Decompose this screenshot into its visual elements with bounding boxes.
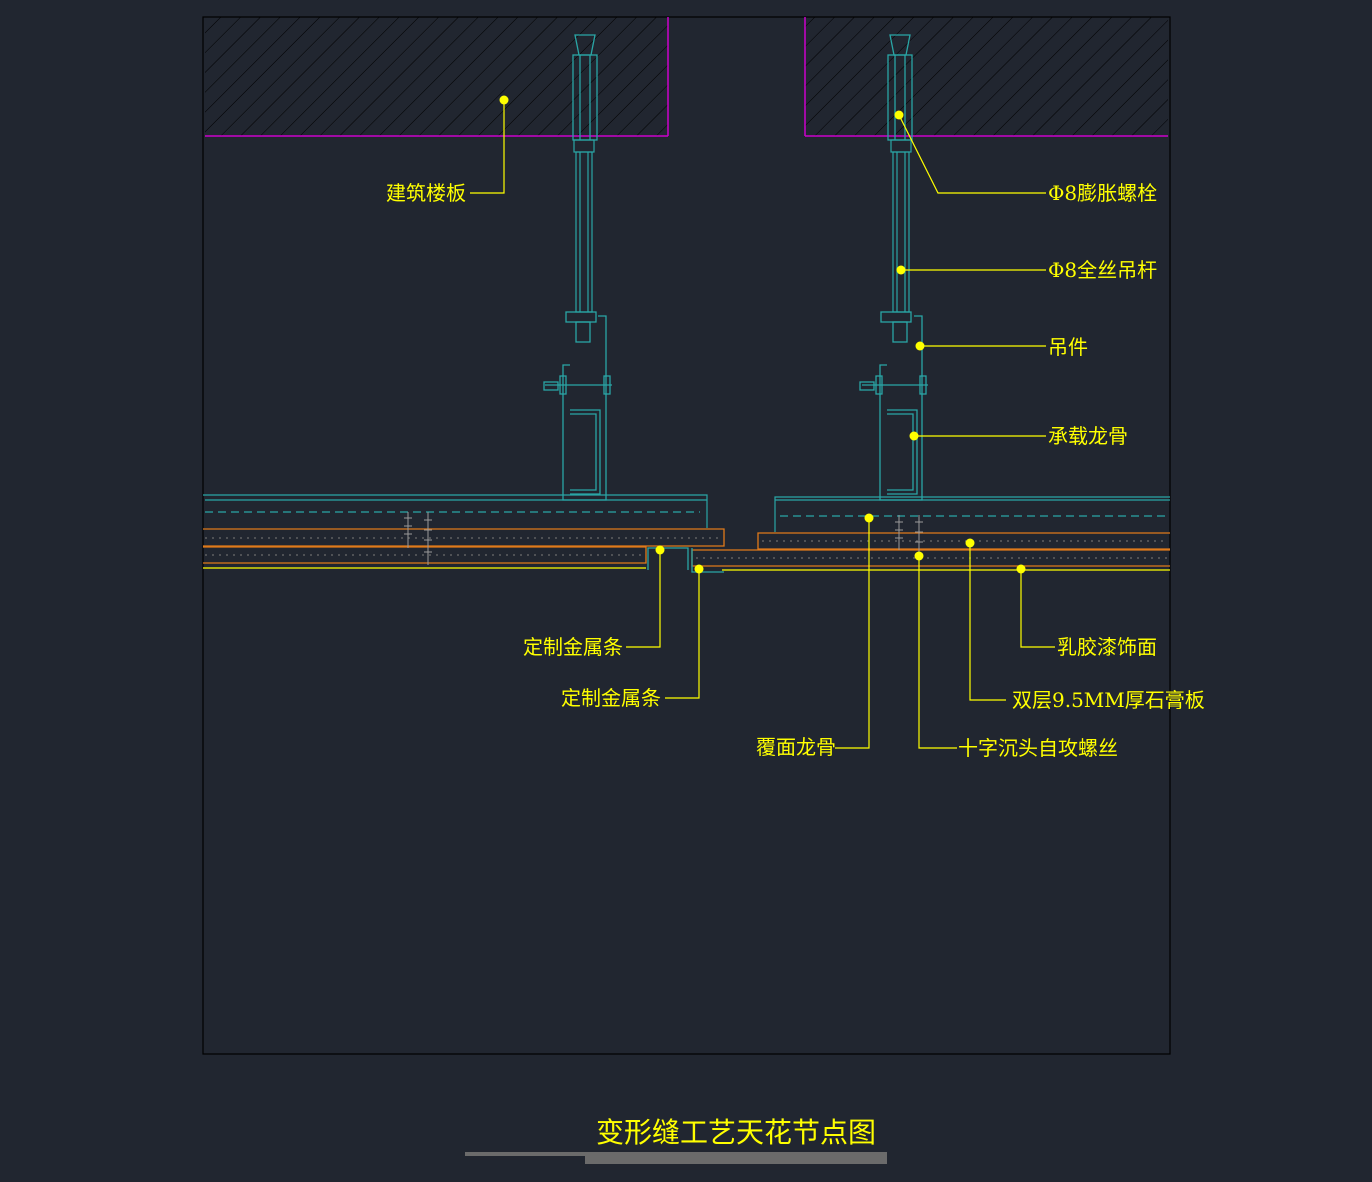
leader-latex-paint	[1020, 569, 1055, 648]
latex-paint-finish	[203, 567, 1170, 571]
cover-keel-right	[774, 496, 1170, 532]
label-metal-strip-2: 定制金属条	[561, 686, 661, 710]
metal-strip-1	[647, 547, 689, 570]
label-hanger: 吊件	[1048, 335, 1088, 359]
main-keel-left	[570, 409, 601, 495]
leader-metal-strip-1	[626, 550, 661, 648]
drawing-frame	[202, 16, 1171, 1055]
metal-strip-2	[691, 548, 724, 573]
screw-icons	[404, 512, 923, 566]
cover-keel-left	[203, 494, 708, 528]
label-latex-paint: 乳胶漆饰面	[1057, 635, 1157, 659]
threaded-rod-left	[573, 139, 595, 313]
label-rod: Φ8全丝吊杆	[1048, 258, 1157, 282]
slab-right	[804, 17, 1168, 137]
label-screw: 十字沉头自攻螺丝	[958, 736, 1118, 760]
gypsum-boards-left	[203, 528, 725, 564]
label-anchor-bolt: Φ8膨胀螺栓	[1048, 181, 1157, 205]
leader-cover-keel	[835, 518, 870, 749]
label-metal-strip-1: 定制金属条	[523, 635, 623, 659]
label-gypsum: 双层9.5MM厚石膏板	[1012, 688, 1205, 712]
leader-gypsum	[969, 543, 1006, 701]
threaded-rod-right	[890, 139, 912, 313]
label-main-keel: 承载龙骨	[1048, 424, 1128, 448]
leader-dots	[499, 95, 1026, 574]
label-slab: 建筑楼板	[386, 181, 466, 205]
screw-icon	[895, 515, 903, 550]
hanger-left	[543, 311, 612, 501]
drawing-title: 变形缝工艺天花节点图	[596, 1116, 876, 1149]
main-keel-right	[887, 409, 918, 495]
hanger-right	[859, 311, 928, 501]
leader-anchor-bolt	[898, 114, 1046, 194]
leader-screw	[918, 556, 957, 749]
slab-left	[205, 17, 669, 137]
leader-lines	[470, 100, 1055, 749]
leader-metal-strip-2	[665, 569, 700, 699]
leader-slab	[470, 100, 505, 194]
title-underline	[465, 1152, 887, 1164]
screw-icon	[424, 512, 432, 565]
screw-icon	[404, 512, 412, 548]
gypsum-boards-right	[691, 532, 1170, 567]
label-cover-keel: 覆面龙骨	[756, 735, 836, 759]
